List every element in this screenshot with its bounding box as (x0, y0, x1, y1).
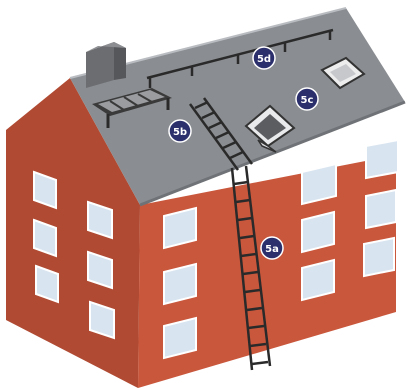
label-5a: 5a (261, 237, 283, 259)
label-5c-text: 5c (301, 95, 314, 106)
label-5c: 5c (296, 88, 318, 110)
label-5b-text: 5b (173, 127, 187, 138)
label-5a-text: 5a (265, 244, 279, 255)
label-5d-text: 5d (257, 54, 271, 65)
label-5d: 5d (253, 47, 275, 69)
label-5b: 5b (169, 120, 191, 142)
